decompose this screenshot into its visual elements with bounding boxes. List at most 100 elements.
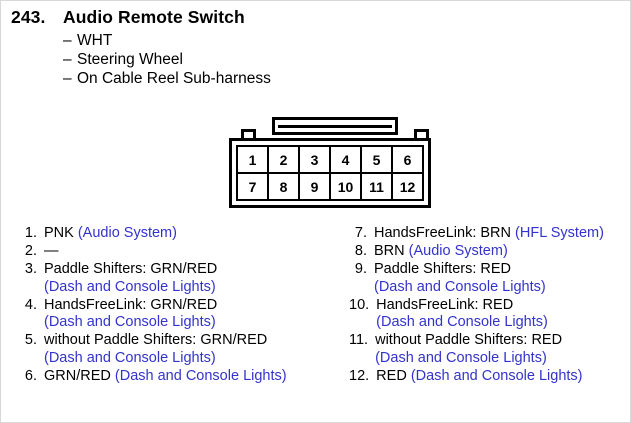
connector-pin-12: 12 [391, 172, 424, 201]
pin-legend-number: 8. [354, 243, 367, 259]
pin-legend-entry: 6. GRN/RED (Dash and Console Lights) [19, 368, 319, 386]
pin-legend-entry: 4. HandsFreeLink: GRN/RED(Dash and Consol… [19, 297, 319, 332]
pin-legend-entry: 3. Paddle Shifters: GRN/RED(Dash and Cons… [19, 261, 319, 296]
pin-legend-line: without Paddle Shifters: RED [375, 332, 629, 350]
pin-legend-column-right: 7. HandsFreeLink: BRN (HFL System) 8. BRN (… [349, 225, 629, 386]
pin-legend-line: HandsFreeLink: BRN (HFL System) [374, 225, 629, 243]
pin-legend-line: — [44, 243, 319, 261]
pin-legend-body: BRN (Audio System) [374, 243, 629, 261]
pin-legend-system-label: (Dash and Console Lights) [376, 314, 548, 330]
pin-legend-number: 4. [24, 296, 37, 313]
pin-legend-body: RED (Dash and Console Lights) [376, 368, 629, 386]
pin-legend-entry: 8. BRN (Audio System) [349, 243, 629, 261]
header-subitem: –Steering Wheel [63, 50, 611, 69]
connector-pin-8: 8 [267, 172, 300, 201]
connector-pin-3: 3 [298, 145, 331, 174]
pin-legend-number: 12. [349, 367, 370, 384]
pin-legend-body: Paddle Shifters: RED(Dash and Console Li… [374, 261, 629, 296]
dash-icon: – [63, 51, 72, 68]
connector-pin-2: 2 [267, 145, 300, 174]
dash-icon: – [63, 70, 72, 87]
pin-legend-system-label: (Audio System) [77, 225, 177, 241]
pin-legend-line: (Dash and Console Lights) [44, 350, 319, 368]
pin-legend-system-label: (Dash and Console Lights) [375, 349, 547, 366]
pin-legend-body: HandsFreeLink: GRN/RED(Dash and Console … [44, 297, 319, 332]
pin-legend-entry: 5. without Paddle Shifters: GRN/RED(Dash … [19, 332, 319, 367]
pin-legend-body: PNK (Audio System) [44, 225, 319, 243]
pin-legend-number: 9. [354, 261, 367, 277]
pin-legend-line: Paddle Shifters: RED [374, 261, 629, 279]
item-title: Audio Remote Switch [63, 7, 245, 27]
pin-legend-line: (Dash and Console Lights) [375, 350, 629, 368]
header: 243. Audio Remote Switch –WHT–Steering W… [11, 7, 611, 88]
connector-pin-7: 7 [236, 172, 269, 201]
pin-legend-wire-label: BRN [374, 243, 409, 259]
dash-icon: – [63, 32, 72, 49]
pin-legend-wire-label: Paddle Shifters: RED [374, 261, 512, 277]
pin-legend-wire-label: PNK [44, 225, 78, 241]
pin-legend-line: (Dash and Console Lights) [44, 314, 319, 332]
connector-pin-10: 10 [329, 172, 362, 201]
pin-legend-system-label: (Dash and Console Lights) [410, 367, 583, 384]
header-subitem-label: WHT [77, 32, 113, 49]
pin-legend-line: PNK (Audio System) [44, 225, 319, 243]
pin-legend-wire-label: Paddle Shifters: GRN/RED [44, 261, 218, 277]
pin-legend-system-label: (Dash and Console Lights) [44, 349, 216, 366]
connector-pin-11: 11 [360, 172, 393, 201]
header-subitem-label: Steering Wheel [77, 51, 183, 68]
pin-legend-line: Paddle Shifters: GRN/RED [44, 261, 319, 279]
pin-legend-line: without Paddle Shifters: GRN/RED [44, 332, 319, 350]
pin-legend-line: GRN/RED (Dash and Console Lights) [44, 368, 319, 386]
pin-legend-wire-label: without Paddle Shifters: GRN/RED [44, 332, 268, 348]
pin-legend-body: Paddle Shifters: GRN/RED(Dash and Consol… [44, 261, 319, 296]
pin-legend-system-label: (Dash and Console Lights) [44, 314, 216, 330]
pin-legend-entry: 12. RED (Dash and Console Lights) [349, 368, 629, 386]
connector-pin-9: 9 [298, 172, 331, 201]
pin-legend-wire-label: GRN/RED [44, 367, 115, 384]
header-subitem: –On Cable Reel Sub-harness [63, 69, 611, 88]
pin-legend-wire-label: HandsFreeLink: RED [376, 296, 514, 313]
connector-pin-6: 6 [391, 145, 424, 174]
pin-legend-system-label: (Dash and Console Lights) [44, 278, 216, 295]
item-number: 243. [11, 7, 46, 27]
pin-legend-entry: 7. HandsFreeLink: BRN (HFL System) [349, 225, 629, 243]
pin-legend-wire-label: HandsFreeLink: BRN [374, 225, 516, 241]
pin-legend-body: without Paddle Shifters: GRN/RED(Dash an… [44, 332, 319, 367]
pin-legend-entry: 2. — [19, 243, 319, 261]
pin-legend-body: — [44, 243, 319, 261]
pin-legend-system-label: (Dash and Console Lights) [114, 367, 287, 384]
pin-legend-line: (Dash and Console Lights) [44, 279, 319, 297]
pin-legend-line: BRN (Audio System) [374, 243, 629, 261]
pin-legend-wire-label: — [44, 243, 59, 259]
pin-legend-number: 2. [24, 243, 37, 259]
connector-pin-5: 5 [360, 145, 393, 174]
pin-legend-number: 5. [24, 332, 37, 348]
connector-pin-1: 1 [236, 145, 269, 174]
pin-legend-line: HandsFreeLink: RED [376, 297, 629, 315]
connector-tab-line [278, 125, 392, 128]
pin-legend-body: HandsFreeLink: BRN (HFL System) [374, 225, 629, 243]
pin-legend-column-left: 1.PNK (Audio System)2. — 3. Paddle Shifters… [19, 225, 319, 386]
pin-legend-system-label: (Dash and Console Lights) [374, 278, 546, 295]
pin-legend-line: RED (Dash and Console Lights) [376, 368, 629, 386]
pin-legend-entry: 1.PNK (Audio System) [19, 225, 319, 243]
pin-legend-system-label: (Audio System) [408, 243, 508, 259]
pin-legend-entry: 9. Paddle Shifters: RED(Dash and Console … [349, 261, 629, 296]
pin-legend-wire-label: without Paddle Shifters: RED [375, 332, 563, 348]
pin-legend-body: GRN/RED (Dash and Console Lights) [44, 368, 319, 386]
page-title: 243. Audio Remote Switch [11, 7, 611, 28]
connector-top-tab [272, 117, 398, 135]
pin-legend-number: 7. [354, 225, 367, 241]
pin-legend-wire-label: HandsFreeLink: GRN/RED [44, 296, 218, 313]
pin-legend-number: 11. [349, 332, 369, 348]
pin-legend-number: 10. [349, 296, 370, 313]
pin-legend-entry: 11. without Paddle Shifters: RED(Dash and… [349, 332, 629, 367]
header-subitem-label: On Cable Reel Sub-harness [77, 70, 271, 87]
pin-legend-number: 6. [24, 367, 37, 384]
pin-legend-line: (Dash and Console Lights) [376, 314, 629, 332]
connector-pin-4: 4 [329, 145, 362, 174]
pin-legend-system-label: (HFL System) [515, 225, 604, 241]
pin-legend-number: 3. [24, 261, 37, 277]
